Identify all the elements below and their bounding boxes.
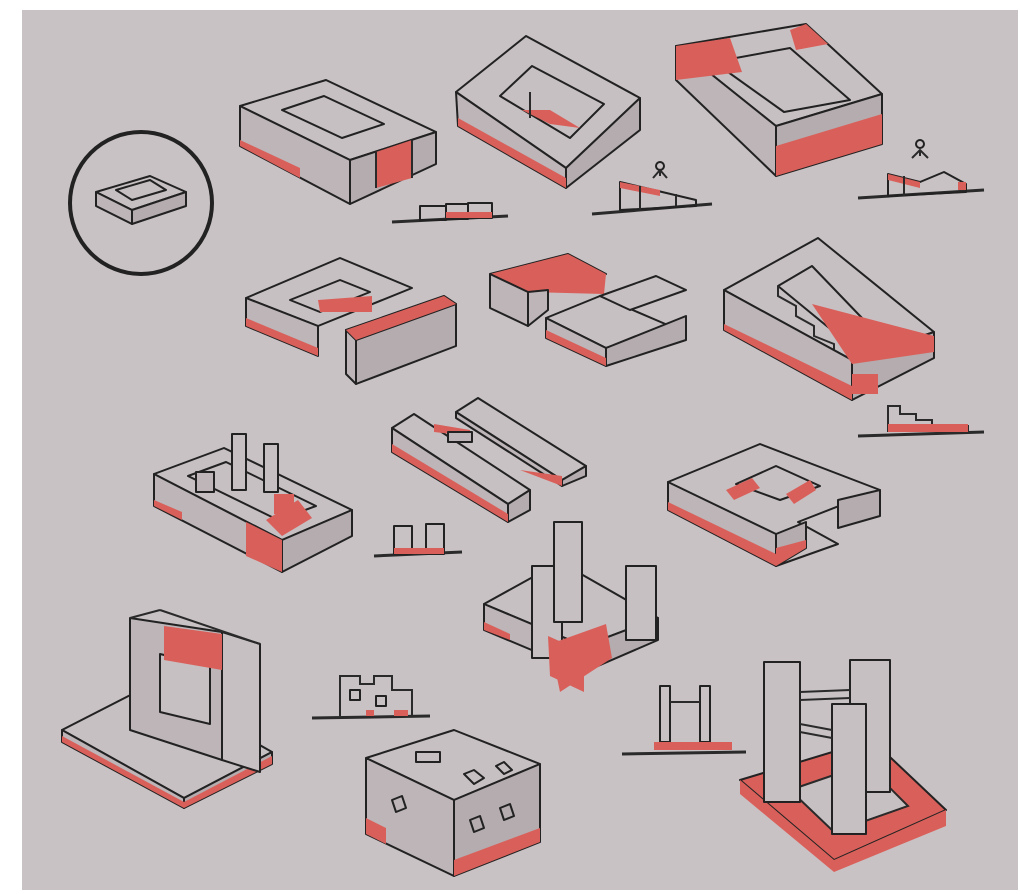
courtyard-with-towers [154, 434, 352, 572]
portal-frame-on-plinth [62, 610, 272, 808]
towers-on-l-base [484, 522, 658, 692]
patterned-section [312, 676, 430, 718]
sketch-canvas [22, 10, 1018, 890]
ground-section-3-with-figure [858, 140, 984, 198]
sketch-sheet [22, 10, 1018, 890]
circled-courtyard-block [70, 132, 212, 274]
portal-section [622, 686, 746, 754]
tilted-ramp-block [676, 24, 882, 176]
ground-section-1 [392, 203, 508, 222]
s-curve-block [668, 444, 880, 566]
u-shape-with-bar [246, 258, 456, 384]
parallel-bars [392, 398, 586, 522]
stepped-section [858, 406, 984, 436]
interlocking-l-blocks [490, 254, 686, 366]
perforated-cube [366, 730, 540, 876]
sunken-court-block [456, 36, 640, 188]
left-margin [0, 0, 22, 894]
ground-section-2-with-figure [592, 162, 712, 214]
towers-on-red-frame [740, 660, 946, 872]
twin-tower-section [374, 524, 462, 556]
stepped-wedge-block [724, 238, 934, 400]
ring-block-red-corner [240, 80, 436, 204]
